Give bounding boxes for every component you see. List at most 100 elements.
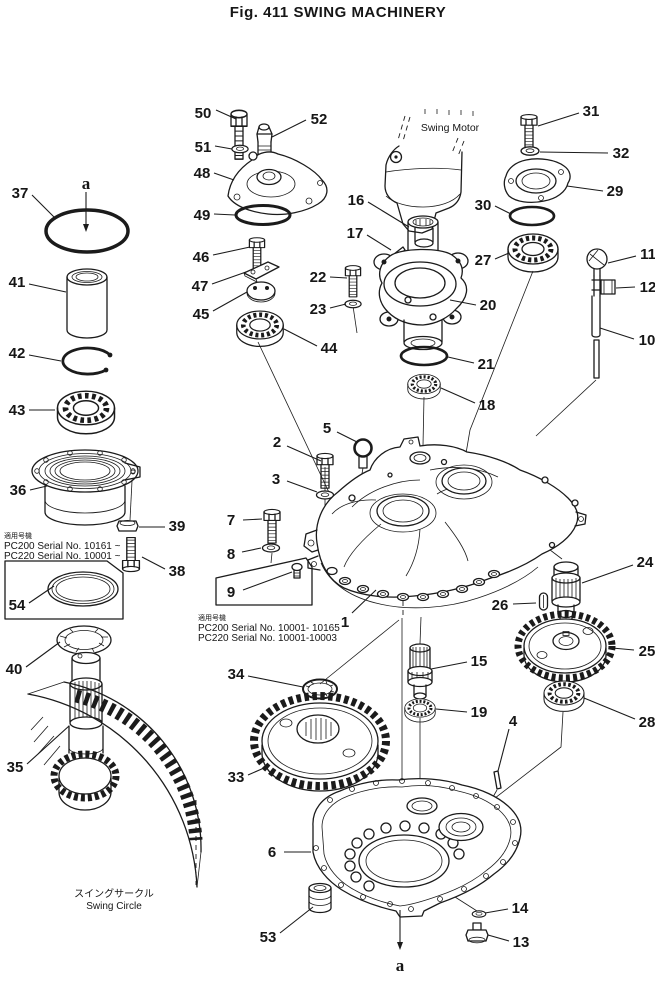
- callout-leader-22: [329, 276, 348, 279]
- callout-leader-19: [435, 708, 468, 713]
- callout-leader-52: [271, 119, 307, 138]
- callout-37: 37: [12, 185, 29, 202]
- callout-9: 9: [227, 584, 235, 601]
- washer-32: [520, 146, 540, 156]
- swing-motor: Swing Motor: [384, 109, 480, 248]
- callout-leader-18: [440, 387, 476, 404]
- callout-4: 4: [509, 713, 518, 730]
- serial-note-left: 適用号機 PC200 Serial No. 10161 ~ PC220 Seri…: [4, 531, 121, 562]
- callout-30: 30: [475, 197, 492, 214]
- serial-note-left-line1: PC200 Serial No. 10161 ~: [4, 541, 121, 552]
- callout-leader-38: [141, 556, 166, 570]
- callout-leader-23: [329, 303, 347, 309]
- nut-39: [116, 520, 139, 532]
- swing-circle: [27, 681, 203, 888]
- serial-note-left-heading: 適用号機: [4, 531, 32, 540]
- callout-31: 31: [583, 103, 600, 120]
- callout-leader-47: [211, 271, 247, 285]
- callout-leader-9: [242, 571, 293, 591]
- callout-leader-35: [26, 725, 70, 765]
- callout-8: 8: [227, 546, 235, 563]
- plug-13: [465, 922, 489, 944]
- callout-32: 32: [613, 145, 630, 162]
- carrier-20: [373, 248, 469, 351]
- gear-25: [514, 610, 616, 683]
- sleeve-41: [66, 268, 108, 339]
- callout-25: 25: [639, 643, 655, 660]
- view-marker-arrowhead-1: [397, 942, 403, 950]
- callout-38: 38: [169, 563, 186, 580]
- callout-41: 41: [9, 274, 26, 291]
- callout-20: 20: [480, 297, 497, 314]
- bolt-46: [248, 237, 266, 269]
- bearing-44: [237, 311, 284, 346]
- callout-leader-16: [367, 201, 410, 228]
- callout-16: 16: [348, 192, 365, 209]
- callout-leader-45: [212, 291, 248, 312]
- callout-2: 2: [273, 434, 281, 451]
- note-box-9: [215, 557, 313, 606]
- cover-45: [246, 281, 276, 303]
- callout-leader-14: [484, 908, 509, 914]
- callout-leader-13: [487, 934, 510, 942]
- oring-49: [234, 204, 292, 226]
- callout-leader-32: [539, 151, 609, 154]
- bolt-7: [263, 508, 281, 544]
- callout-leader-2: [286, 445, 322, 462]
- callout-35: 35: [7, 759, 24, 776]
- callout-22: 22: [310, 269, 327, 286]
- callout-leader-29: [566, 185, 604, 192]
- callout-7: 7: [227, 512, 235, 529]
- gear-33: [250, 692, 390, 792]
- callout-leader-15: [430, 661, 468, 670]
- callout-leader-42: [28, 354, 62, 362]
- callout-leader-4: [497, 728, 510, 772]
- view-marker-label-1: a: [396, 956, 405, 975]
- oring-21: [399, 345, 449, 367]
- bolt-31: [520, 113, 538, 148]
- callout-52: 52: [311, 111, 328, 128]
- callout-19: 19: [471, 704, 488, 721]
- serial-note-left-line2: PC220 Serial No. 10001 ~: [4, 551, 121, 562]
- swing-circle-label-jp: スイングサークル: [74, 887, 154, 900]
- ring-34: [302, 678, 338, 700]
- callout-leader-30: [494, 205, 512, 215]
- callout-leader-50: [215, 109, 237, 120]
- callout-33: 33: [228, 769, 245, 786]
- swing-circle-label: スイングサークル Swing Circle: [74, 887, 154, 912]
- callout-28: 28: [639, 714, 655, 731]
- bearing-18: [406, 372, 442, 401]
- callout-23: 23: [310, 301, 327, 318]
- callout-10: 10: [639, 332, 655, 349]
- serial-note-center-line1: PC200 Serial No. 10001- 10165: [198, 623, 340, 634]
- callout-12: 12: [640, 279, 655, 296]
- callout-47: 47: [192, 278, 209, 295]
- washer-8: [261, 543, 281, 553]
- serial-note-center-line2: PC220 Serial No. 10001-10003: [198, 633, 337, 644]
- gauge-cap-11: [586, 248, 608, 277]
- washer-14: [471, 910, 487, 918]
- callout-11: 11: [640, 246, 655, 263]
- callout-15: 15: [471, 653, 488, 670]
- callout-leader-33: [247, 767, 265, 776]
- view-marker-label-0: a: [82, 174, 91, 193]
- callout-leader-1: [351, 589, 377, 614]
- callout-leader-49: [213, 213, 236, 216]
- callout-3: 3: [272, 471, 280, 488]
- callout-leader-3: [286, 480, 318, 493]
- callout-49: 49: [194, 207, 211, 224]
- callout-leader-31: [537, 112, 580, 127]
- callout-51: 51: [195, 139, 212, 156]
- callout-leader-41: [28, 283, 67, 293]
- gauge-fitting-12: [591, 275, 616, 297]
- callout-46: 46: [193, 249, 210, 266]
- callout-leader-36: [29, 485, 48, 491]
- callout-34: 34: [228, 666, 245, 683]
- callout-leader-53: [279, 906, 314, 934]
- seal-54: [47, 571, 119, 607]
- swing-motor-label: Swing Motor: [421, 122, 480, 134]
- case-36: [31, 449, 141, 526]
- note-box-54: [4, 560, 124, 620]
